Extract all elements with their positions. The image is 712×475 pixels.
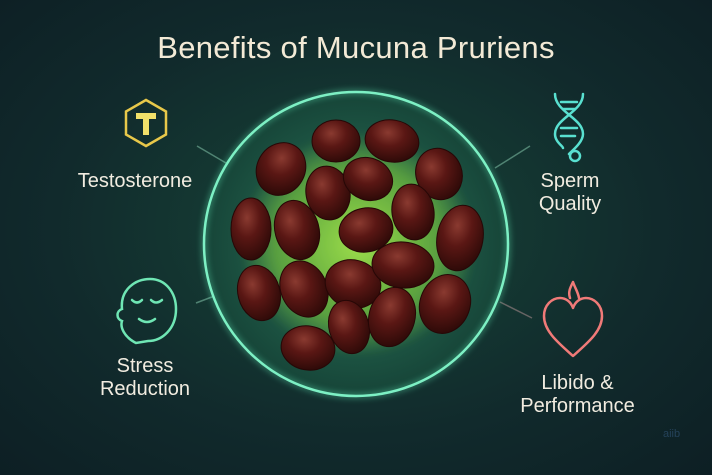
dna-icon	[553, 92, 585, 163]
benefit-stress-reduction: Stress Reduction	[99, 355, 191, 400]
heart-flame-icon	[542, 280, 604, 358]
seeds	[230, 119, 484, 371]
benefit-libido-performance: Libido & Performance	[520, 372, 635, 417]
hexagon-t-icon	[124, 98, 168, 148]
watermark-logo: aiib	[663, 428, 681, 440]
page-title: Benefits of Mucuna Pruriens	[157, 30, 555, 65]
seeds-circle	[201, 89, 511, 399]
calm-face-icon	[116, 277, 178, 345]
benefit-sperm-quality: Sperm Quality	[538, 170, 602, 215]
benefit-testosterone: Testosterone	[77, 170, 193, 192]
